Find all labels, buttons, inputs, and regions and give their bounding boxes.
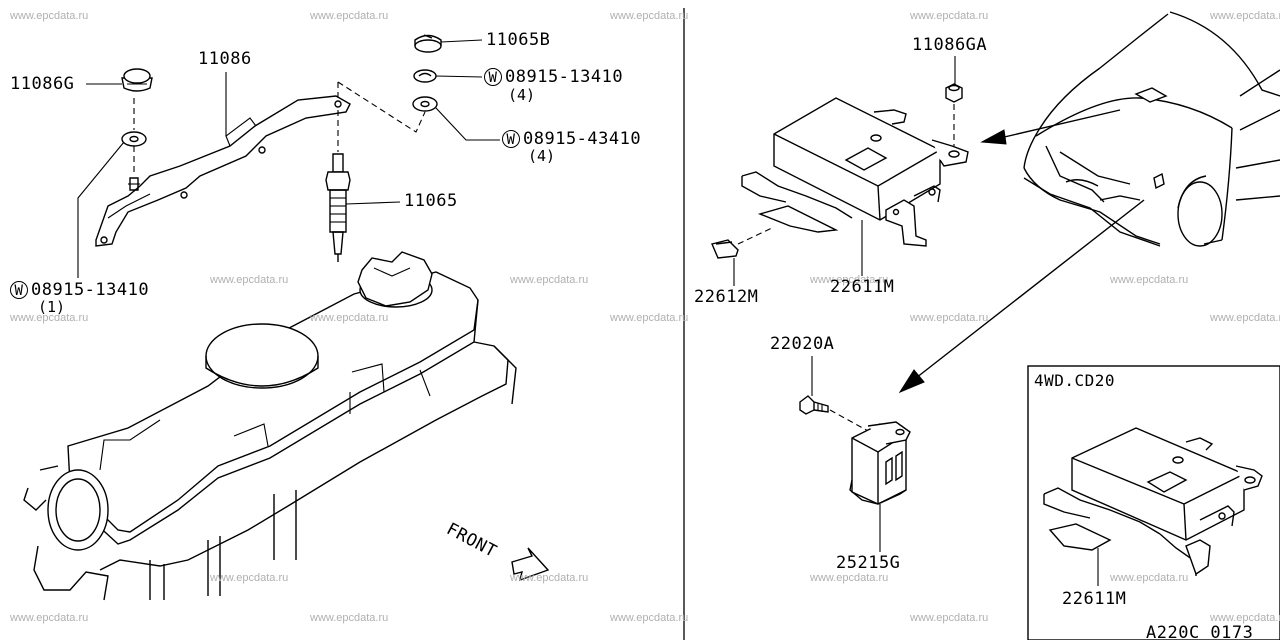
watermark: www.epcdata.ru [310,312,389,324]
watermark: www.epcdata.ru [510,572,589,584]
inset-title: 4WD.CD20 [1034,371,1116,390]
part-label-11086ga[interactable]: 11086GA [912,35,988,55]
watermark: www.epcdata.ru [310,612,389,624]
part-number-text: 08915-43410 [523,129,642,149]
part-label-22611m-inset[interactable]: 22611M [1062,589,1127,609]
watermark: www.epcdata.ru [510,274,589,286]
watermark: www.epcdata.ru [210,274,289,286]
part-label-22611m[interactable]: 22611M [830,277,895,297]
vehicle-location-view [1023,11,1280,247]
watermark: www.epcdata.ru [810,572,889,584]
watermark: www.epcdata.ru [610,612,689,624]
location-arrow-lower [898,199,1145,394]
part-number-text: 08915-13410 [505,67,624,87]
watermark: www.epcdata.ru [10,612,89,624]
diagram-code: A220C 0173 [1146,623,1254,643]
quantity-label: (1) [38,298,66,316]
part-label-11086g[interactable]: 11086G [10,74,75,94]
watermark: www.epcdata.ru [910,312,989,324]
relay-spacer-part [711,239,739,259]
engine-rocker-cover [23,251,517,601]
quantity-label: (4) [528,147,556,165]
part-label-11065b[interactable]: 11065B [486,30,551,50]
washer-symbol-icon: W [10,281,28,299]
glow-plug-cap-part [414,34,442,53]
flat-washer-part [412,96,438,112]
washer-symbol-icon: W [484,68,502,86]
inset-4wd-box [1027,365,1280,640]
watermark: www.epcdata.ru [1210,612,1280,624]
glow-control-unit-inset-part [1043,427,1263,576]
watermark: www.epcdata.ru [310,10,389,22]
part-label-22612m[interactable]: 22612M [694,287,759,307]
front-direction-arrow [511,547,550,582]
glow-plug-connecting-plate [95,95,351,247]
watermark: www.epcdata.ru [1210,312,1280,324]
part-label-22020a[interactable]: 22020A [770,334,835,354]
watermark: www.epcdata.ru [810,274,889,286]
watermark: www.epcdata.ru [610,312,689,324]
part-label-11065[interactable]: 11065 [404,191,458,211]
part-label-25215g[interactable]: 25215G [836,553,901,573]
watermark: www.epcdata.ru [1110,572,1189,584]
nut-11086ga-part [945,83,963,103]
watermark: www.epcdata.ru [10,312,89,324]
bolt-22020a-part [799,395,829,415]
glow-plug-part [325,153,351,262]
quantity-label: (4) [508,86,536,104]
glow-relay-part [849,421,911,505]
glow-control-unit-part [741,97,969,247]
watermark: www.epcdata.ru [1210,10,1280,22]
cap-nut-part [121,68,153,92]
part-number-text: 08915-13410 [31,280,150,300]
watermark: www.epcdata.ru [210,572,289,584]
watermark: www.epcdata.ru [910,10,989,22]
watermark: www.epcdata.ru [610,10,689,22]
part-label-11086[interactable]: 11086 [198,49,252,69]
nut-washer-part [413,69,437,83]
watermark: www.epcdata.ru [910,612,989,624]
watermark: www.epcdata.ru [10,10,89,22]
location-arrow-upper [980,109,1121,145]
watermark: www.epcdata.ru [1110,274,1189,286]
washer-part [121,131,147,147]
washer-symbol-icon: W [502,130,520,148]
